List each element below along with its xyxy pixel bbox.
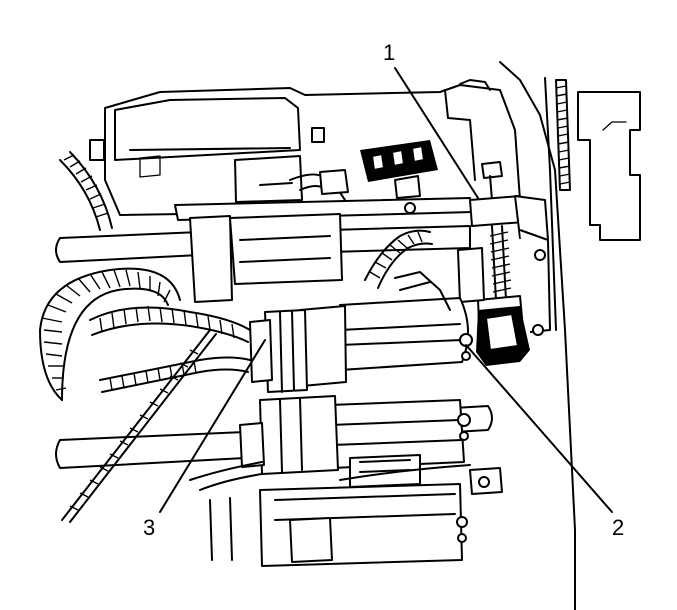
upper-bracket <box>174 140 473 303</box>
leader-line-3 <box>159 339 266 513</box>
leader-line-1 <box>394 67 479 199</box>
adjuster-rod-assembly <box>457 161 551 366</box>
actuator-assembly <box>249 271 473 393</box>
callouts: 1 2 3 <box>143 40 624 540</box>
callout-label-1: 1 <box>383 40 395 65</box>
callout-label-2: 2 <box>612 515 624 540</box>
callout-label-3: 3 <box>143 515 155 540</box>
lower-actuator <box>209 395 503 567</box>
wiring-harness <box>39 151 471 523</box>
leader-line-2 <box>465 344 613 513</box>
